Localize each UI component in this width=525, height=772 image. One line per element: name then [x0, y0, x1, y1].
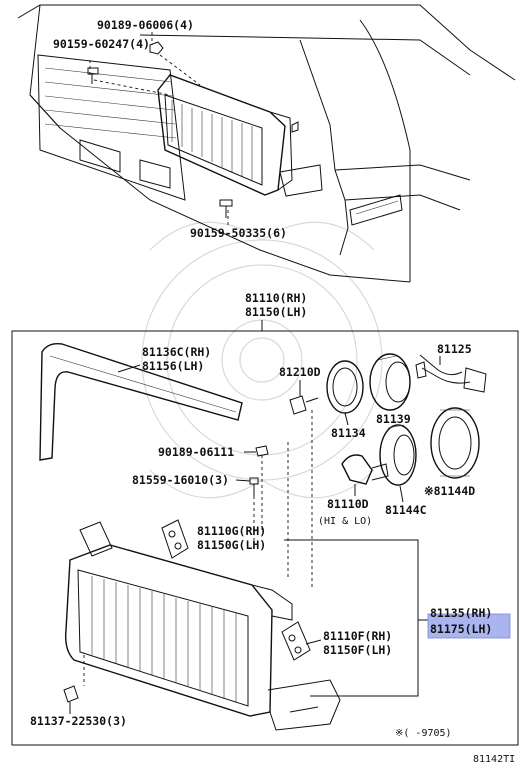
aiming-adjuster [161, 519, 189, 559]
callout-81136c-rh: 81136C(RH) [142, 345, 211, 359]
callout-81139: 81139 [376, 412, 411, 426]
clip-icon [63, 685, 79, 703]
callout-81110-rh: 81110(RH) [245, 291, 307, 305]
socket-cover [369, 353, 411, 411]
highlight-box [427, 613, 511, 639]
callout-81110d: 81110D [327, 497, 369, 511]
callout-81150f-lh: 81150F(LH) [323, 643, 392, 657]
callout-81559-16010: 81559-16010(3) [132, 473, 229, 487]
callout-90189-06006: 90189-06006(4) [97, 18, 194, 32]
reflector-ring [379, 424, 417, 486]
callout-81175-lh: 81175(LH) [430, 622, 492, 636]
nut-icon [255, 445, 269, 457]
bulb-icon [289, 395, 319, 415]
callout-81134: 81134 [331, 426, 366, 440]
upper-headlight-unit [157, 74, 323, 197]
headlamp-bezel [39, 342, 243, 461]
footnote: ※( -9705) [395, 728, 452, 739]
callout-81144c: 81144C [385, 503, 427, 517]
screw-icon [249, 477, 259, 496]
callout-90159-60247: 90159-60247(4) [53, 37, 150, 51]
callout-81135-rh: 81135(RH) [430, 606, 492, 620]
callout-90189-06111: 90189-06111 [158, 445, 234, 459]
callout-81210d: 81210D [279, 365, 321, 379]
bolt-icon [87, 67, 99, 84]
callout-81110g-rh: 81110G(RH) [197, 524, 266, 538]
screw-icon [219, 199, 233, 218]
vehicle-body-drawing [17, 4, 516, 283]
retaining-ring [430, 407, 480, 479]
aiming-adjuster [281, 621, 311, 661]
callout-81125: 81125 [437, 342, 472, 356]
halogen-bulb-icon [341, 454, 389, 485]
headlamp-housing [64, 521, 341, 731]
callout-81137-22530: 81137-22530(3) [30, 714, 127, 728]
callout-81110d-note: (HI & LO) [318, 516, 372, 527]
callout-81150g-lh: 81150G(LH) [197, 538, 266, 552]
callout-90159-50335: 90159-50335(6) [190, 226, 287, 240]
nut-icon [149, 41, 164, 55]
wire-harness-icon [415, 354, 487, 393]
callout-81156-lh: 81156(LH) [142, 359, 204, 373]
callout-81144d: ※81144D [424, 484, 475, 498]
callout-81150-lh: 81150(LH) [245, 305, 307, 319]
figure-id: 81142TI [473, 754, 515, 765]
callout-81110f-rh: 81110F(RH) [323, 629, 392, 643]
assembly-frame [11, 330, 519, 746]
